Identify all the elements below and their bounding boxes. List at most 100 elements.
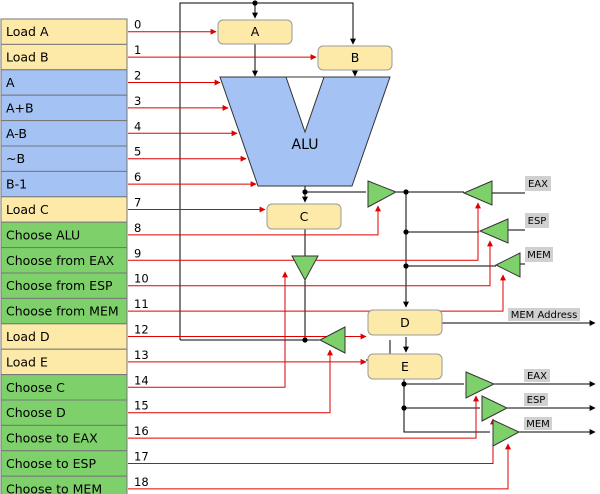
signal-row-background <box>0 450 128 477</box>
bus-tags: EAX ESP MEM MEM Address EAX ESP MEM <box>508 176 580 430</box>
signal-label: Load A <box>6 24 49 39</box>
tag-esp-out: ESP <box>527 395 546 406</box>
signal-label: A+B <box>6 100 34 115</box>
control-wire <box>128 443 511 490</box>
signal-index: 9 <box>134 246 141 260</box>
signal-label: Choose from ESP <box>6 278 113 293</box>
buffer-choose-to-eax <box>465 371 496 399</box>
signal-row-background <box>0 374 128 401</box>
signal-row: ~B 5 <box>0 145 141 172</box>
register-a: A <box>217 19 293 45</box>
tag-mem-address: MEM Address <box>511 310 578 321</box>
buffer-choose-from-esp <box>478 218 509 244</box>
signal-label: Choose from MEM <box>6 304 119 319</box>
tag-esp-in: ESP <box>528 216 547 227</box>
register-b: B <box>317 45 393 71</box>
signal-row: Choose to EAX 16 <box>0 424 149 452</box>
signal-index: 10 <box>134 272 149 286</box>
signal-row-background <box>0 170 128 198</box>
buffer-choose-c <box>291 255 319 282</box>
signal-row: Choose from ESP 10 <box>0 272 149 299</box>
register-c-label: C <box>300 209 309 224</box>
signal-row-background <box>0 120 128 147</box>
signal-row-background <box>0 475 128 494</box>
signal-row: Choose ALU 8 <box>0 221 141 249</box>
register-e: E <box>367 353 443 380</box>
control-wire <box>128 240 493 287</box>
signal-index: 17 <box>134 450 149 464</box>
signal-label: B-1 <box>6 177 27 192</box>
control-wire <box>128 271 288 388</box>
signal-index: 0 <box>134 18 141 32</box>
tag-eax-out: EAX <box>527 371 547 382</box>
signal-label: ~B <box>6 151 25 166</box>
register-d: D <box>367 309 443 336</box>
signal-index: 8 <box>134 221 141 235</box>
signal-row: Load B 1 <box>0 43 141 71</box>
signal-index: 13 <box>134 348 149 362</box>
signal-label: Choose to MEM <box>6 481 102 494</box>
signal-row: A+B 3 <box>0 94 141 122</box>
register-e-label: E <box>401 359 409 374</box>
signal-row-background <box>0 297 128 325</box>
signal-index: 4 <box>134 119 141 133</box>
signal-row-background <box>0 69 128 96</box>
signal-index: 15 <box>134 399 149 413</box>
signal-label: A-B <box>6 126 27 141</box>
control-wire <box>128 274 506 312</box>
signal-index: 7 <box>134 196 141 210</box>
signal-label: Load B <box>6 50 49 65</box>
signal-index: 2 <box>134 69 141 83</box>
signal-row: Load C 7 <box>0 196 141 223</box>
tag-mem-in: MEM <box>527 250 551 261</box>
signal-index: 5 <box>134 145 141 159</box>
signal-label: Load C <box>6 202 49 217</box>
buffer-choose-to-esp <box>481 395 509 422</box>
tag-eax-in: EAX <box>528 179 548 190</box>
signal-index: 3 <box>134 94 141 108</box>
signal-label: Choose to ESP <box>6 456 96 471</box>
signal-index: 6 <box>134 170 141 184</box>
signal-row-background <box>0 18 128 45</box>
data-wires <box>179 2 596 435</box>
signal-index: 14 <box>134 373 149 387</box>
signal-row: A-B 4 <box>0 119 141 147</box>
register-a-label: A <box>251 24 260 39</box>
buffer-choose-to-mem <box>492 419 521 447</box>
signal-label: A <box>6 75 15 90</box>
signal-index: 16 <box>134 424 149 438</box>
signal-row-background <box>0 221 128 249</box>
signal-row-background <box>0 43 128 71</box>
signal-index: 18 <box>134 475 149 489</box>
signal-row-background <box>0 424 128 452</box>
signal-row: Choose to MEM 18 <box>0 475 149 494</box>
buffer-choose-from-eax <box>462 180 493 206</box>
signal-row: Choose from MEM 11 <box>0 297 149 325</box>
signal-label: Load E <box>6 354 48 369</box>
signal-row: B-1 6 <box>0 170 141 198</box>
junction-dots <box>252 0 409 411</box>
signal-index: 11 <box>134 297 149 311</box>
buffer-choose-from-mem <box>494 252 521 278</box>
signal-index: 1 <box>134 43 141 57</box>
alu-label: ALU <box>292 137 319 153</box>
tristate-buffers <box>291 180 521 447</box>
signal-label: Choose to EAX <box>6 431 98 446</box>
signal-label: Choose ALU <box>6 227 80 242</box>
signal-index: 12 <box>134 323 149 337</box>
register-b-label: B <box>351 50 360 65</box>
signal-row: Load E 13 <box>0 348 149 376</box>
control-wire <box>128 349 333 414</box>
buffer-choose-alu <box>367 180 398 208</box>
control-wire <box>128 395 479 439</box>
buffer-choose-d <box>318 326 346 354</box>
signal-row: Choose D 15 <box>0 399 149 426</box>
signal-label: Choose D <box>6 405 66 420</box>
alu: ALU <box>219 76 391 187</box>
